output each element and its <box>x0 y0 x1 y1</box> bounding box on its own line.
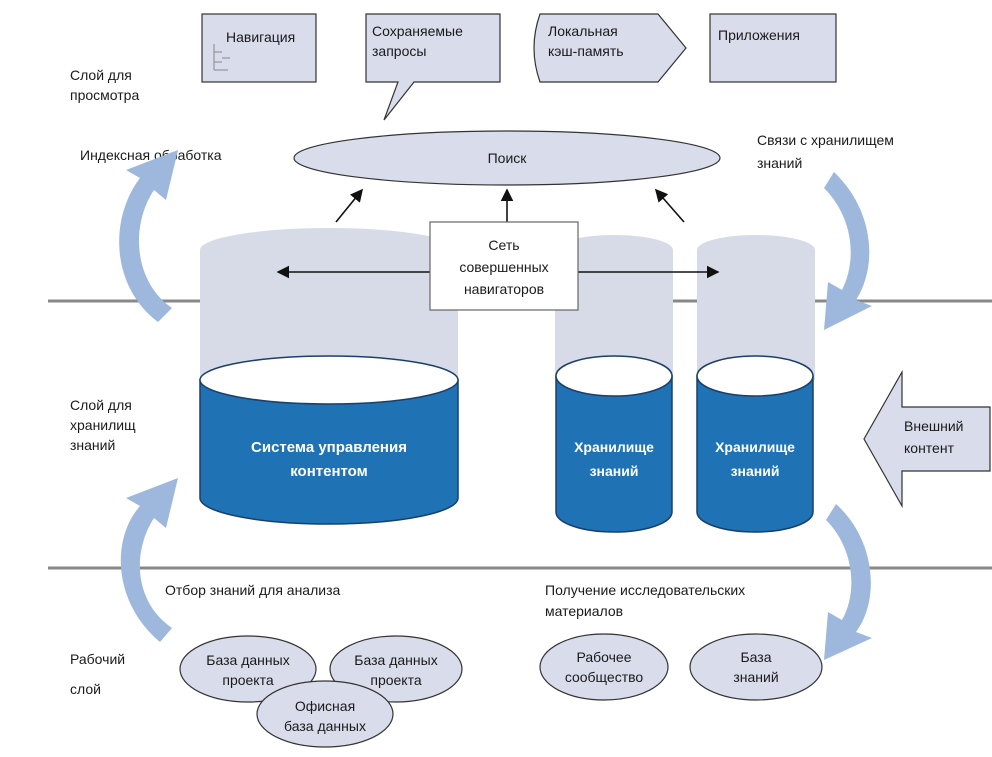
layer-view-line1: Слой для <box>70 67 132 83</box>
navigator-line1: Сеть <box>488 237 519 253</box>
saved-queries-line1: Сохраняемые <box>372 23 463 39</box>
local-cache-line2: кэш-память <box>548 43 624 59</box>
navigation-label: Навигация <box>226 29 295 45</box>
local-cache-line1: Локальная <box>548 23 618 39</box>
knowledge-base-ellipse: База знаний <box>689 633 823 701</box>
office-db-line1: Офисная <box>295 698 355 714</box>
navigator-line2: совершенных <box>459 259 548 275</box>
selection-label: Отбор знаний для анализа <box>165 582 341 598</box>
kb-links-curved-arrow <box>824 172 872 330</box>
navigator-line3: навигаторов <box>464 281 544 297</box>
research-line2: материалов <box>545 603 623 619</box>
project-db-2-line2: проекта <box>370 672 421 688</box>
project-db-1-line2: проекта <box>222 672 273 688</box>
search-ellipse <box>293 130 721 186</box>
local-cache-box: Локальная кэш-память <box>533 13 687 83</box>
selection-curved-arrow <box>120 478 178 642</box>
research-curved-arrow <box>824 504 872 660</box>
search-label: Поиск <box>488 150 528 166</box>
saved-queries-line2: запросы <box>372 43 426 59</box>
external-line2: контент <box>904 440 955 456</box>
kb1-line1: Хранилище <box>574 439 654 455</box>
cms-cylinder: Система управления контентом <box>199 355 459 525</box>
project-db-2-ellipse: База данных проекта <box>329 635 463 703</box>
knowledge-base-line2: знаний <box>733 669 778 685</box>
kb-links-line1: Связи с хранилищем <box>757 132 894 148</box>
applications-box: Приложения <box>709 13 837 83</box>
arrow-to-search-right <box>654 188 685 223</box>
applications-label: Приложения <box>718 27 800 43</box>
navigation-box: Навигация <box>201 13 317 83</box>
navigator-network-box: Сеть совершенных навигаторов <box>429 221 579 311</box>
kb1-line2: знаний <box>590 463 639 479</box>
arrow-to-search-left <box>335 188 364 223</box>
kb1-cylinder: Хранилище знаний <box>555 355 673 533</box>
community-ellipse: Рабочее сообщество <box>539 633 669 701</box>
external-content-arrow: Внешний контент <box>863 369 991 509</box>
research-line1: Получение исследовательских <box>545 582 745 598</box>
layer-work-line1: Рабочий <box>70 651 125 667</box>
kb2-cylinder: Хранилище знаний <box>696 355 814 533</box>
tree-icon <box>213 44 230 71</box>
cms-line1: Система управления <box>251 439 407 456</box>
indexing-curved-arrow <box>119 150 178 322</box>
saved-queries-callout: Сохраняемые запросы <box>365 13 501 121</box>
office-db-line2: база данных <box>284 718 366 734</box>
cms-line2: контентом <box>290 463 368 480</box>
external-line1: Внешний <box>904 418 963 434</box>
kb2-line2: знаний <box>731 463 780 479</box>
layer-work-line2: слой <box>70 681 101 697</box>
project-db-1-ellipse: База данных проекта <box>179 635 317 703</box>
layer-repo-line3: знаний <box>70 437 115 453</box>
office-db-ellipse: Офисная база данных <box>256 680 394 748</box>
indexing-label: Индексная обработка <box>80 147 222 163</box>
layer-repo-line1: Слой для <box>70 397 132 413</box>
community-line2: сообщество <box>565 669 644 685</box>
kb-links-line2: знаний <box>757 155 802 171</box>
project-db-1-line1: База данных <box>206 652 289 668</box>
layer-view-line2: просмотра <box>70 87 139 103</box>
kb2-line1: Хранилище <box>715 439 795 455</box>
community-line1: Рабочее <box>576 649 631 665</box>
layer-repo-line2: хранилищ <box>70 417 136 433</box>
project-db-2-line1: База данных <box>354 652 437 668</box>
knowledge-base-line1: База <box>740 649 771 665</box>
